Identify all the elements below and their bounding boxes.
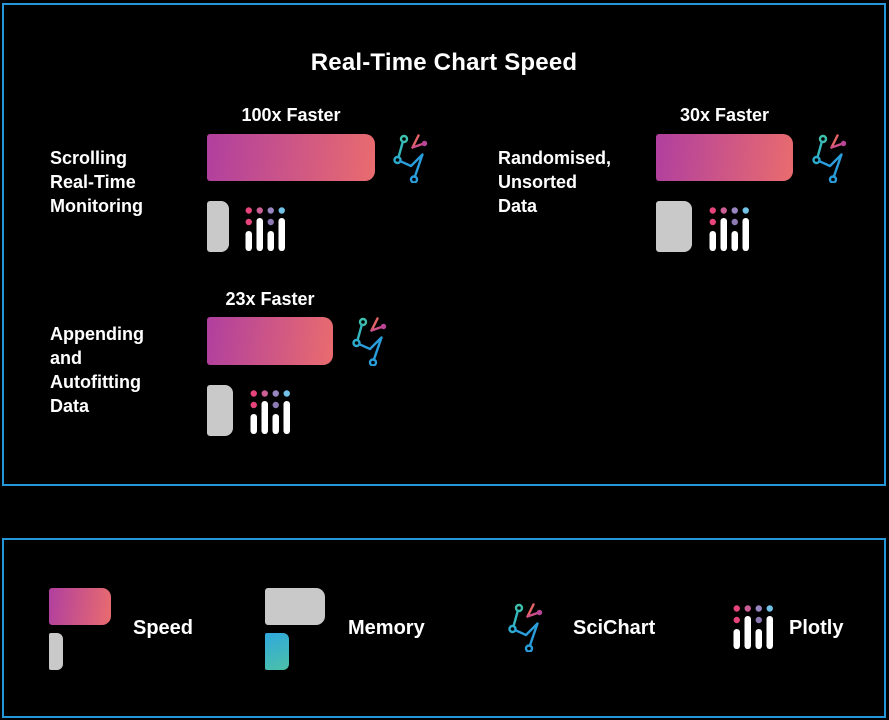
legend-label-speed: Speed [133, 617, 194, 639]
category-label: Appending and Autofitting Data [50, 324, 144, 416]
legend-label-memory: Memory [348, 617, 425, 639]
speed-bar [207, 317, 333, 365]
legend-item-memory [265, 588, 325, 670]
speed-bar [656, 134, 793, 181]
scichart-icon [393, 134, 429, 183]
speed-swatch-gradient-bar [49, 588, 111, 625]
memory-bar [656, 201, 692, 252]
memory-bar [207, 201, 229, 252]
chart-title: Real-Time Chart Speed [310, 49, 578, 76]
scichart-icon [812, 134, 848, 183]
plotly-icon [250, 390, 290, 434]
speed-value-label: 23x Faster [225, 289, 315, 309]
scichart-icon [352, 317, 388, 366]
legend-item-speed [49, 588, 111, 670]
chart-panel: Real-Time Chart Speed Scrolling Real-Tim… [2, 3, 886, 486]
speed-bar [207, 134, 375, 181]
memory-bar [207, 385, 233, 436]
category-label: Scrolling Real-Time Monitoring [50, 148, 143, 216]
memory-swatch-gray-bar [265, 588, 325, 625]
plotly-icon [709, 207, 749, 251]
legend-label-scichart: SciChart [573, 617, 656, 639]
speed-value-label: 100x Faster [241, 105, 341, 125]
legend-label-plotly: Plotly [789, 617, 844, 639]
plotly-icon [245, 207, 285, 251]
plotly-icon [733, 605, 773, 649]
scichart-icon [508, 603, 544, 652]
category-label: Randomised, Unsorted Data [498, 148, 612, 216]
memory-swatch-gradient-bar [265, 633, 289, 670]
speed-swatch-gray-bar [49, 633, 63, 670]
speed-value-label: 30x Faster [679, 105, 770, 125]
legend-panel: Speed Memory SciChart Plotly [2, 538, 886, 718]
